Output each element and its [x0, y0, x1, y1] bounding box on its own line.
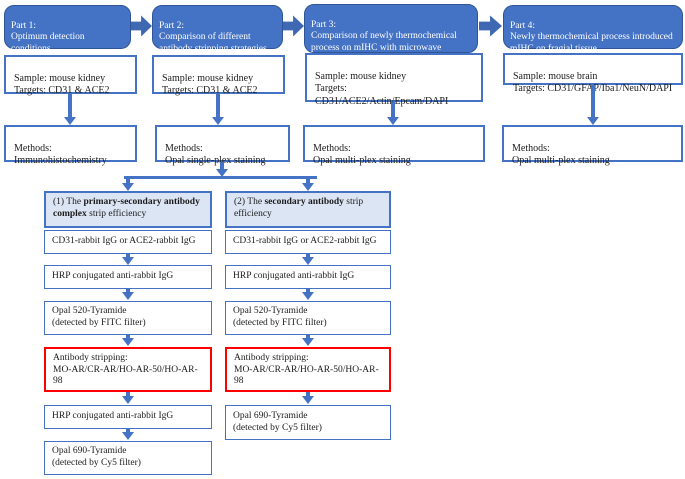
step-text: Opal 520-Tyramide (detected by FITC filt… [233, 306, 327, 328]
flow-arrow-down [126, 177, 130, 183]
methods-box-part4: Methods: Opal multi-plex staining [502, 125, 683, 166]
flow-arrow-down [306, 177, 310, 183]
step-box-opal690-right: Opal 690-Tyramide (detected by Cy5 filte… [225, 405, 391, 440]
branch1-suffix: strip efficiency [86, 208, 147, 219]
branch-header-secondary: (2) The secondary antibody strip efficie… [225, 191, 391, 228]
flow-arrow-down [126, 289, 130, 292]
methods-text-part4: Methods: Opal multi-plex staining [512, 142, 610, 167]
step-text: Antibody stripping: MO-AR/CR-AR/HO-AR-50… [234, 353, 379, 387]
sample-text-part4: Sample: mouse brain Targets: CD31/GFAP/I… [513, 70, 673, 95]
part4-box: Part 4: Newly thermochemical process int… [503, 5, 683, 54]
step-box-hrp2-left: HRP conjugated anti-rabbit IgG [44, 405, 212, 429]
flow-arrow-down [126, 392, 130, 396]
step-text: HRP conjugated anti-rabbit IgG [233, 271, 355, 282]
right-block-arrow-icon [479, 15, 502, 37]
part2-label: Part 2: Comparison of different antibody… [159, 20, 267, 54]
part3-box: Part 3: Comparison of newly thermochemic… [304, 4, 478, 64]
part1-box: Part 1: Optimum detection conditions of … [4, 5, 131, 65]
flow-arrow-down [306, 392, 310, 396]
methods-box-part2: Methods: Opal single-plex staining [155, 125, 290, 166]
flow-arrow-down [306, 289, 310, 292]
flow-arrow-down [126, 335, 130, 338]
flow-arrow-down [591, 85, 595, 117]
antibody-stripping-box-right: Antibody stripping: MO-AR/CR-AR/HO-AR-50… [225, 347, 391, 392]
sample-text-part2: Sample: mouse kidney Targets: CD31 & ACE… [162, 72, 258, 97]
flow-arrow-down [68, 94, 72, 117]
branch1-prefix: (1) The [53, 197, 84, 207]
step-box-primary-igg-left: CD31-rabbit IgG or ACE2-rabbit IgG [44, 230, 212, 254]
step-box-opal520-right: Opal 520-Tyramide (detected by FITC filt… [225, 301, 391, 335]
branch1-bold: primary-secondary antibody complex [53, 197, 200, 219]
flow-arrow-down [126, 254, 130, 257]
step-text: CD31-rabbit IgG or ACE2-rabbit IgG [233, 236, 377, 247]
sample-box-part1: Sample: mouse kidney Targets: CD31 & ACE… [4, 55, 137, 97]
flow-arrow-down [216, 94, 220, 117]
step-text: Opal 690-Tyramide (detected by Cy5 filte… [233, 410, 322, 433]
part2-box: Part 2: Comparison of different antibody… [152, 5, 283, 54]
step-box-primary-igg-right: CD31-rabbit IgG or ACE2-rabbit IgG [225, 230, 391, 254]
step-text: Antibody stripping: MO-AR/CR-AR/HO-AR-50… [53, 353, 198, 387]
flow-arrow-down [220, 162, 224, 169]
step-box-hrp-right: HRP conjugated anti-rabbit IgG [225, 265, 391, 289]
flow-arrow-down [306, 335, 310, 338]
step-text: Opal 690-Tyramide (detected by Cy5 filte… [52, 446, 141, 468]
step-box-opal520-left: Opal 520-Tyramide (detected by FITC filt… [44, 301, 212, 335]
antibody-stripping-box-left: Antibody stripping: MO-AR/CR-AR/HO-AR-50… [44, 347, 212, 392]
branch-connector-bar [124, 176, 317, 179]
sample-box-part2: Sample: mouse kidney Targets: CD31 & ACE… [152, 55, 285, 97]
branch2-bold: secondary antibody [264, 197, 344, 207]
flow-arrow-down [391, 102, 395, 117]
flow-arrow-down [306, 254, 310, 257]
step-text: HRP conjugated anti-rabbit IgG [52, 411, 174, 422]
part4-label: Part 4: Newly thermochemical process int… [510, 20, 673, 54]
branch2-prefix: (2) The [234, 197, 265, 207]
branch-header-primary-secondary: (1) The primary-secondary antibody compl… [44, 191, 212, 228]
sample-box-part4: Sample: mouse brain Targets: CD31/GFAP/I… [503, 53, 683, 94]
methods-box-part3: Methods: Opal multi-plex staining [303, 125, 485, 166]
right-block-arrow-icon [131, 15, 152, 37]
sample-box-part3: Sample: mouse kidney Targets: CD31/ACE2/… [305, 53, 483, 107]
branch2-suffix: strip efficiency [234, 197, 364, 219]
methods-text-part3: Methods: Opal multi-plex staining [313, 142, 411, 167]
sample-text-part3: Sample: mouse kidney Targets: CD31/ACE2/… [315, 70, 449, 108]
methods-box-part1: Methods: Immunohistochemistry [4, 125, 137, 166]
flow-arrow-down [126, 429, 130, 432]
step-text: CD31-rabbit IgG or ACE2-rabbit IgG [52, 236, 196, 247]
methods-text-part2: Methods: Opal single-plex staining [165, 142, 266, 167]
methods-text-part1: Methods: Immunohistochemistry [14, 142, 107, 167]
step-box-opal690-left: Opal 690-Tyramide (detected by Cy5 filte… [44, 441, 212, 475]
step-text: Opal 520-Tyramide (detected by FITC filt… [52, 306, 146, 328]
right-block-arrow-icon [283, 15, 304, 37]
step-text: HRP conjugated anti-rabbit IgG [52, 271, 174, 282]
sample-text-part1: Sample: mouse kidney Targets: CD31 & ACE… [14, 72, 110, 97]
step-box-hrp-left: HRP conjugated anti-rabbit IgG [44, 265, 212, 289]
